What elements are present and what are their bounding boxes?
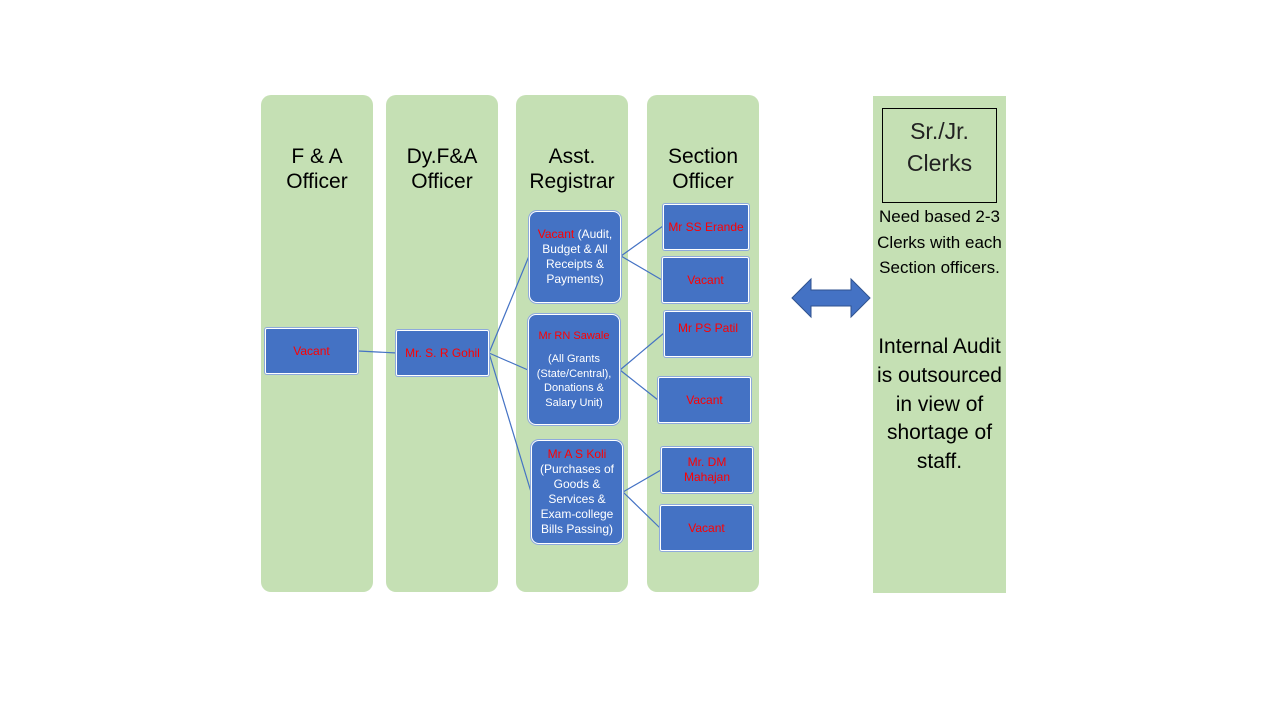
section-officer-box-3: Mr PS Patil xyxy=(664,311,752,357)
clerks-panel xyxy=(873,96,1006,593)
fa-officer-box: Vacant xyxy=(265,328,358,374)
connector-dy-ar2 xyxy=(488,352,529,371)
section-officer-box-6: Vacant xyxy=(660,505,753,551)
section-officer-box-4: Vacant xyxy=(658,377,751,423)
asst-registrar-box-2: Mr RN Sawale (All Grants (State/Central)… xyxy=(528,314,620,425)
asst-registrar-2-desc: (All Grants (State/Central), Donations &… xyxy=(536,353,612,409)
clerks-title: Sr./Jr. Clerks xyxy=(882,108,997,203)
connector-ar3-so5 xyxy=(622,469,662,493)
section-officer-1-name: Mr SS Erande xyxy=(668,219,744,234)
column-title-section-officer: Section Officer xyxy=(667,145,739,193)
connector-ar2-so3 xyxy=(619,332,665,371)
column-title-asst-registrar: Asst. Registrar xyxy=(529,145,615,193)
column-title-fa-officer: F & A Officer xyxy=(286,145,348,193)
dy-fa-officer-box: Mr. S. R Gohil xyxy=(396,330,489,376)
connector-dy-ar3 xyxy=(488,352,532,493)
section-officer-6-name: Vacant xyxy=(688,520,725,535)
dy-fa-officer-name: Mr. S. R Gohil xyxy=(405,345,480,360)
asst-registrar-1-name: Vacant xyxy=(537,227,575,241)
connector-dy-ar1 xyxy=(488,255,530,354)
connector-ar3-so6 xyxy=(622,491,661,529)
section-officer-box-2: Vacant xyxy=(662,257,749,303)
internal-audit-note: Internal Audit is outsourced in view of … xyxy=(877,335,1002,474)
asst-registrar-3-desc: (Purchases of Goods & Services & Exam-co… xyxy=(539,462,615,536)
clerks-need-note: Need based 2-3 Clerks with each Section … xyxy=(877,207,1002,278)
asst-registrar-box-1: Vacant (Audit, Budget & All Receipts & P… xyxy=(529,211,621,303)
asst-registrar-2-name: Mr RN Sawale xyxy=(538,329,610,342)
connector-ar2-so4 xyxy=(619,369,659,401)
fa-officer-name: Vacant xyxy=(293,343,330,358)
connector-ar1-so2 xyxy=(620,255,663,281)
asst-registrar-box-3: Mr A S Koli (Purchases of Goods & Servic… xyxy=(531,440,623,544)
column-title-dy-fa-officer: Dy.F&A Officer xyxy=(406,145,478,193)
double-arrow-icon xyxy=(791,277,871,319)
section-officer-2-name: Vacant xyxy=(687,272,724,287)
section-officer-5-name: Mr. DM Mahajan xyxy=(683,455,731,484)
asst-registrar-1-desc: (Audit, Budget & All Receipts & Payments… xyxy=(542,227,613,286)
section-officer-box-5: Mr. DM Mahajan xyxy=(661,447,753,493)
connector-fa-dy xyxy=(357,350,398,354)
section-officer-4-name: Vacant xyxy=(686,392,723,407)
section-officer-box-1: Mr SS Erande xyxy=(663,204,749,250)
asst-registrar-3-name: Mr A S Koli xyxy=(547,447,607,461)
section-officer-3-name: Mr PS Patil xyxy=(677,320,738,335)
connector-ar1-so1 xyxy=(620,225,664,257)
